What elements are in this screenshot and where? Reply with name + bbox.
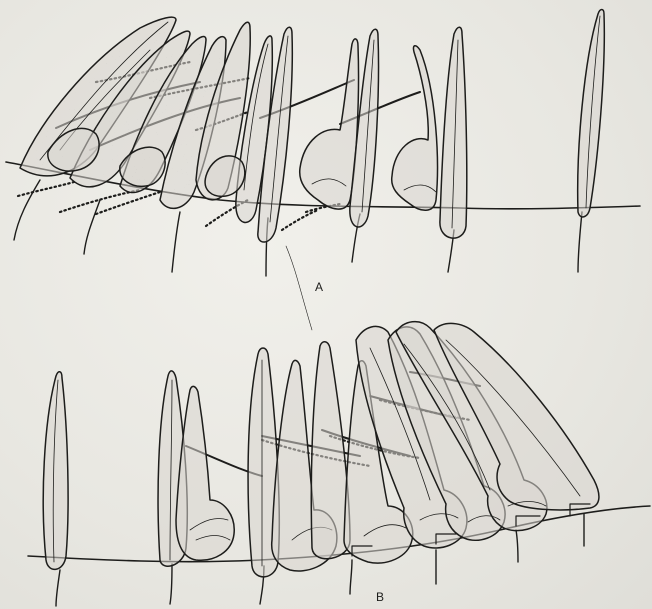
panel-label-a: A xyxy=(315,280,323,294)
leg-line xyxy=(14,180,40,240)
wing-pair-b2 xyxy=(158,371,234,566)
leg-line xyxy=(516,530,518,562)
wing-isolated-a5 xyxy=(578,10,605,217)
leg-line xyxy=(170,564,172,604)
leg-line xyxy=(578,212,582,272)
dotted-path xyxy=(18,182,74,196)
dotted-path xyxy=(96,192,160,214)
wing-pair-a3 xyxy=(300,29,379,227)
dotted-path xyxy=(282,210,318,230)
leg-line xyxy=(172,212,180,272)
panel-label-b: B xyxy=(376,590,384,604)
leg-line xyxy=(350,560,352,594)
leader-line xyxy=(286,246,312,330)
wing-isolated-b1 xyxy=(43,372,68,570)
leg-line xyxy=(56,570,60,606)
leg-line xyxy=(84,200,100,254)
